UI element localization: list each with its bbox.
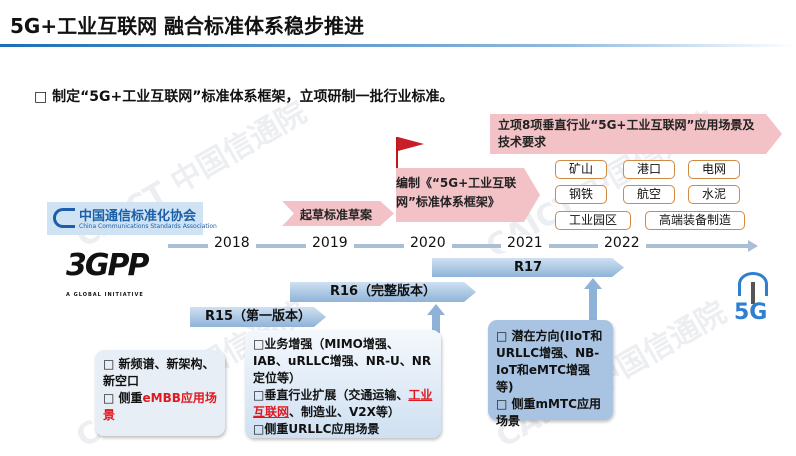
ccsa-logo: 中国通信标准化协会 China Communications Standards… (47, 202, 217, 235)
r17-features-box: □ 潜在方向(IIoT和URLLC增强、NB-IoT和eMTC增强等) □ 侧重… (488, 320, 613, 428)
ccsa-emblem-icon (53, 208, 75, 228)
up-arrow-icon (427, 304, 445, 315)
3gpp-logo: 3GPP (66, 248, 149, 283)
category-port: 港口 (623, 160, 675, 179)
r15-feature: □ 新频谱、新架构、新空口 (103, 357, 215, 388)
release-r15-bar: R15（第一版本） (190, 307, 326, 327)
year-label: 2021 (501, 235, 549, 251)
r15-feature: □ 侧重eMBB应用场景 (103, 390, 217, 424)
signal-waves-icon (738, 272, 768, 296)
ccsa-name-cn: 中国通信标准化协会 (79, 209, 197, 224)
title-divider (0, 44, 796, 47)
timeline-line (168, 244, 750, 248)
3gpp-tagline: A GLOBAL INITIATIVE (66, 292, 144, 298)
arrow-shaft (432, 315, 440, 333)
category-mining: 矿山 (555, 160, 607, 179)
up-arrow-icon (584, 278, 602, 289)
slide-title: 5G+工业互联网 融合标准体系稳步推进 (10, 14, 365, 38)
category-cement: 水泥 (688, 185, 740, 204)
r16-feature: □侧重URLLC应用场景 (253, 422, 380, 436)
stage-draft-arrow: 起草标准草案 (282, 201, 394, 226)
category-aviation: 航空 (623, 185, 675, 204)
release-r17-bar: R17 (432, 258, 624, 277)
r16-feature: □垂直行业扩展（交通运输、工业互联网、制造业、V2X等） (253, 387, 433, 421)
main-bullet: □ 制定“5G+工业互联网”标准体系框架，立项研制一批行业标准。 (34, 89, 454, 105)
highlight-text: eMBB应用场景 (103, 391, 217, 422)
category-industrial-park: 工业园区 (555, 211, 631, 230)
stage-projects-arrow: 立项8项垂直行业“5G+工业互联网”应用场景及技术要求 (490, 114, 782, 154)
text: □垂直行业扩展（交通运输、 (253, 388, 409, 402)
stage-framework-arrow: 编制《“5G+工业互联网”标准体系框架》 (396, 168, 540, 222)
timeline-arrowhead (748, 240, 758, 252)
arrow-shaft (589, 289, 597, 321)
antenna-icon (751, 282, 755, 304)
highlight-text: 工业互联网 (253, 388, 433, 419)
release-r16-bar: R16（完整版本） (290, 282, 476, 302)
year-label: 2020 (404, 235, 452, 251)
category-grid: 电网 (688, 160, 740, 179)
r17-feature: □ 侧重mMTC应用场景 (496, 397, 601, 428)
text: 、制造业、V2X等） (289, 405, 400, 419)
text: □ 侧重 (103, 391, 143, 405)
r17-feature: □ 潜在方向(IIoT和URLLC增强、NB-IoT和eMTC增强等) (496, 329, 603, 394)
r16-features-box: □业务增强（MIMO增强、IAB、uRLLC增强、NR-U、NR定位等） □垂直… (245, 330, 441, 438)
year-label: 2019 (306, 235, 354, 251)
year-label: 2018 (208, 235, 256, 251)
flag-icon (398, 137, 424, 151)
ccsa-name-en: China Communications Standards Associati… (79, 223, 217, 230)
r15-features-box: □ 新频谱、新架构、新空口 □ 侧重eMBB应用场景 (95, 350, 225, 436)
category-steel: 钢铁 (555, 185, 607, 204)
timeline: 2018 2019 2020 2021 2022 (168, 235, 758, 252)
year-label: 2022 (598, 235, 646, 251)
r16-feature: □业务增强（MIMO增强、IAB、uRLLC增强、NR-U、NR定位等） (253, 337, 432, 385)
5g-text: 5G (734, 300, 768, 325)
flag-pole (396, 137, 398, 175)
5g-logo: 5G (730, 270, 776, 330)
category-high-end-equipment: 高端装备制造 (645, 211, 745, 230)
